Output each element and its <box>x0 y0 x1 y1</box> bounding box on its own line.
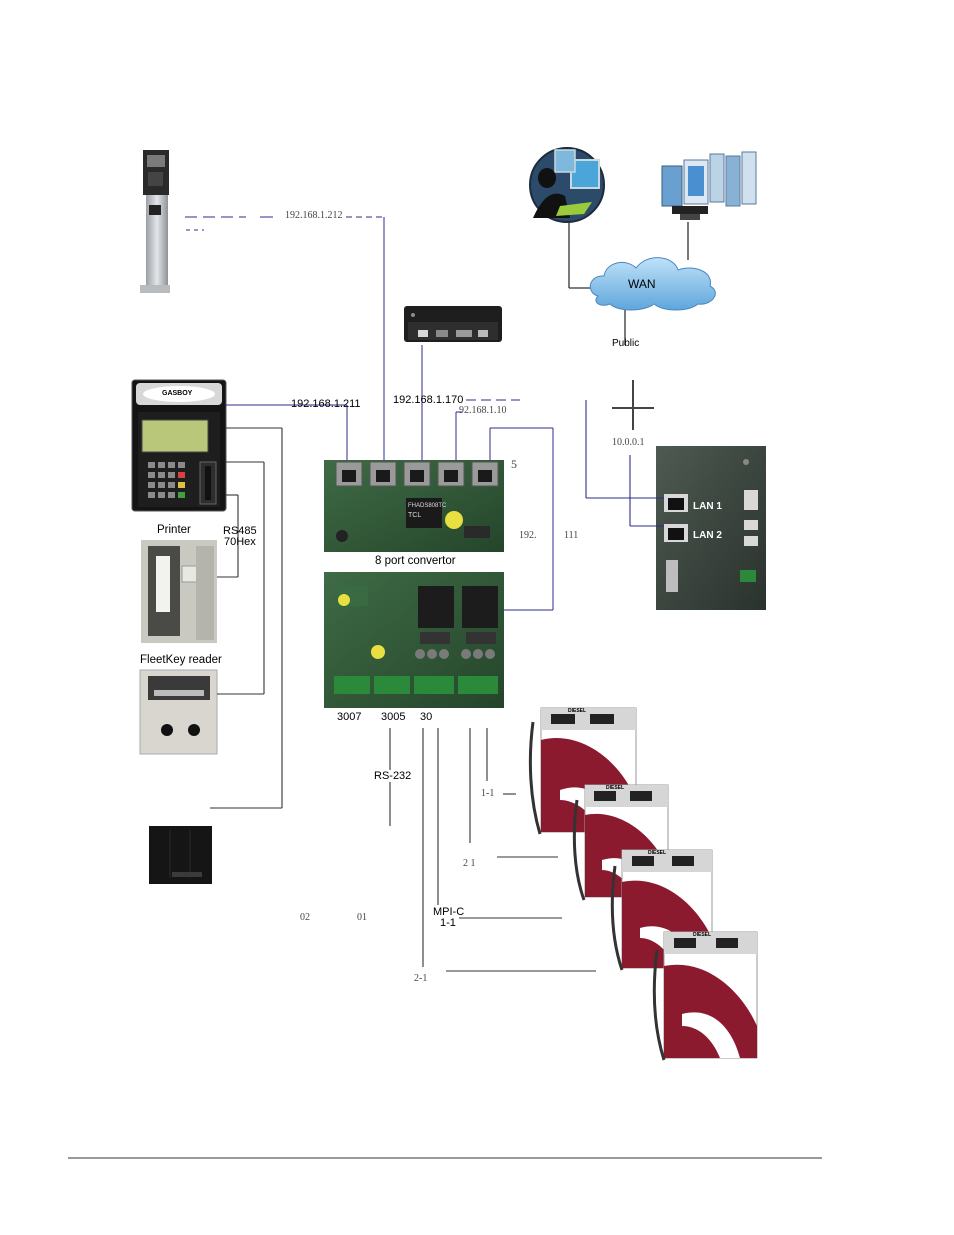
kiosk-terminal <box>140 150 170 293</box>
fleetkey-label: FleetKey reader <box>140 654 222 666</box>
lan2-label: LAN 2 <box>693 530 722 541</box>
lan1-label: LAN 1 <box>693 501 722 512</box>
ip-10-label: 92.168.1.10 <box>459 405 507 416</box>
num-01-label: 01 <box>357 912 367 923</box>
office-workstation <box>529 147 605 223</box>
printer-label: Printer <box>157 524 191 536</box>
ip-170-label: 192.168.1.170 <box>393 394 464 406</box>
black-box-device <box>149 826 212 884</box>
pump-2-1b-label: 2-1 <box>414 973 428 984</box>
ip-192-label: 192. <box>519 530 537 541</box>
mpi-c-label: MPI-C <box>433 906 465 918</box>
board-model-label: TCL <box>408 512 422 519</box>
converter-label: 8 port convertor <box>375 555 456 567</box>
kiosk-link <box>185 216 385 460</box>
printer-device <box>141 540 217 643</box>
num-02-label: 02 <box>300 912 310 923</box>
public-label: Public <box>612 338 640 349</box>
hex70-label: 70Hex <box>224 536 256 548</box>
ip-211-label: 192.168.1.211 <box>291 398 361 410</box>
gateway-ip-label: 10.0.0.1 <box>612 437 645 448</box>
router-box <box>404 306 502 342</box>
pump-4-diesel-label: DIESEL <box>693 932 712 938</box>
controller-links <box>585 400 664 527</box>
fuel-controller <box>656 446 766 610</box>
pump-2-1-label: 2 1 <box>463 858 476 869</box>
pump-1-diesel-label: DIESEL <box>568 708 587 714</box>
port-5-label: 5 <box>511 457 517 471</box>
wan-cloud <box>589 257 716 311</box>
gasboy-links <box>210 404 290 809</box>
wan-links <box>568 222 689 345</box>
rs485-label: RS485 <box>223 525 257 537</box>
pump-3-diesel-label: DIESEL <box>648 850 667 856</box>
ip-111-label: 111 <box>564 530 579 541</box>
fleetkey-device <box>139 669 218 755</box>
converter-top-ports-links <box>290 399 554 611</box>
wan-label: WAN <box>628 277 656 291</box>
pump-2-diesel-label: DIESEL <box>606 785 625 791</box>
gateway-cross <box>612 380 654 430</box>
converter-bottom-board <box>324 572 504 708</box>
gasboy-terminal <box>131 379 227 512</box>
rs232-label: RS-232 <box>374 770 412 782</box>
port-3007-label: 3007 <box>337 711 362 723</box>
server-cluster <box>661 151 757 220</box>
fuel-pump-4 <box>652 931 758 1061</box>
gasboy-logo: GASBOY <box>162 390 193 397</box>
board-brand-label: FHADS808TC <box>408 503 447 509</box>
ip-212-label: 192.168.1.212 <box>285 210 343 221</box>
converter-bottom-links <box>389 728 596 972</box>
port-30-label: 30 <box>420 711 433 723</box>
port-3005-label: 3005 <box>381 711 406 723</box>
pump-1-1-label: 1-1 <box>481 788 495 799</box>
converter-top-board <box>324 460 504 552</box>
mpi-1-1-label: 1-1 <box>440 917 456 929</box>
